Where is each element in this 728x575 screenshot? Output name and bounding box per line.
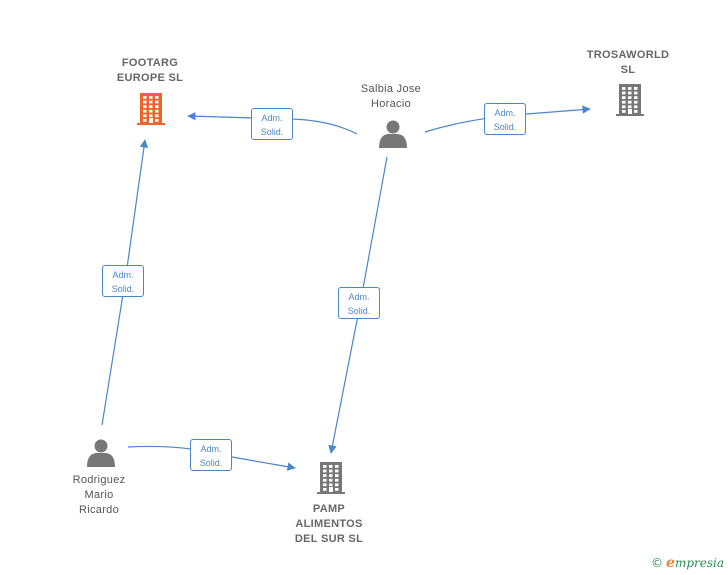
edge-role: Adm.: [112, 270, 134, 280]
rodriguez-person-icon[interactable]: [87, 439, 115, 468]
node-label-pamp[interactable]: PAMP ALIMENTOS DEL SUR SL: [294, 503, 364, 545]
edge-label-salbia-pamp[interactable]: Adm. Solid.: [338, 287, 380, 319]
pamp-building-icon[interactable]: [317, 462, 345, 494]
trosaworld-building-icon[interactable]: [616, 84, 644, 116]
edge-label-rodriguez-footarg[interactable]: Adm. Solid.: [102, 265, 144, 297]
edge-role-type: Solid.: [260, 127, 284, 137]
edge-label-salbia-trosaworld[interactable]: Adm. Solid.: [484, 103, 526, 135]
node-label-rodriguez[interactable]: Rodriguez Mario Ricardo: [72, 474, 126, 516]
edge-label-salbia-footarg[interactable]: Adm. Solid.: [251, 108, 293, 140]
node-label-trosaworld[interactable]: TROSAWORLD SL: [586, 49, 670, 76]
edge-role-type: Solid.: [493, 122, 517, 132]
node-label-footarg[interactable]: FOOTARG EUROPE SL: [116, 57, 184, 84]
edge-role: Adm.: [348, 292, 370, 302]
edge-role: Adm.: [200, 444, 222, 454]
edge-role-type: Solid.: [347, 306, 371, 316]
footarg-building-icon[interactable]: [137, 93, 165, 125]
edge-role: Adm.: [261, 113, 283, 123]
copyright-icon: ©: [651, 556, 664, 570]
edge-label-rodriguez-pamp[interactable]: Adm. Solid.: [190, 439, 232, 471]
node-label-salbia[interactable]: Salbia Jose Horacio: [360, 83, 422, 110]
edge-role-type: Solid.: [199, 458, 223, 468]
brand-logo: ©empresia: [651, 555, 724, 571]
edge-role: Adm.: [494, 108, 516, 118]
edge-role-type: Solid.: [111, 284, 135, 294]
salbia-person-icon[interactable]: [379, 120, 407, 149]
